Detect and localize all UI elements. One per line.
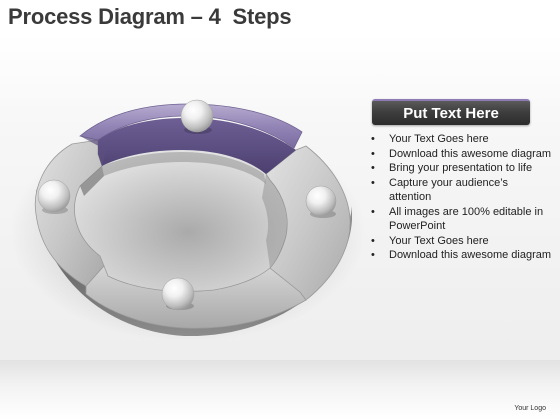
- ball-right: [305, 185, 337, 218]
- bullet-item: •Capture your audience’s attention: [371, 176, 509, 204]
- ball-bottom: [161, 277, 195, 311]
- slide-title: Process Diagram – 4 Steps: [8, 4, 292, 29]
- bullet-item: •Your Text Goes here: [371, 234, 489, 247]
- text-panel-header: Put Text Here: [372, 99, 530, 125]
- bullet-icon: •: [371, 205, 375, 218]
- bullet-icon: •: [371, 234, 375, 247]
- segment-right-inner-wall: [262, 174, 288, 268]
- bullet-icon: •: [371, 133, 375, 145]
- ball-left: [37, 179, 71, 214]
- logo-placeholder: Your Logo: [514, 405, 546, 412]
- bullet-icon: •: [371, 176, 375, 189]
- floor-reflection: [0, 360, 560, 420]
- bullet-item: •Download this awesome diagram: [371, 147, 552, 160]
- bullet-icon: •: [371, 162, 375, 174]
- ball-top: [180, 99, 214, 134]
- bullet-item: •Bring your presentation to life: [371, 162, 533, 174]
- bullet-icon: •: [371, 147, 375, 160]
- text-panel-header-label: Put Text Here: [403, 104, 499, 122]
- segment-top-highlighted: [79, 103, 303, 174]
- segment-right: [265, 145, 351, 301]
- bullet-item: •Download this awesome diagram: [371, 249, 552, 261]
- segment-left: [34, 139, 105, 287]
- bullet-icon: •: [371, 249, 375, 261]
- bullet-list: •Your Text Goes here •Download this awes…: [370, 132, 552, 263]
- bullet-item: •Your Text Goes here: [371, 133, 489, 145]
- segment-left-inner-wall: [80, 166, 104, 196]
- ring-inner-wall: [102, 152, 266, 184]
- bullet-item: •All images are 100% editable in PowerPo…: [371, 205, 544, 233]
